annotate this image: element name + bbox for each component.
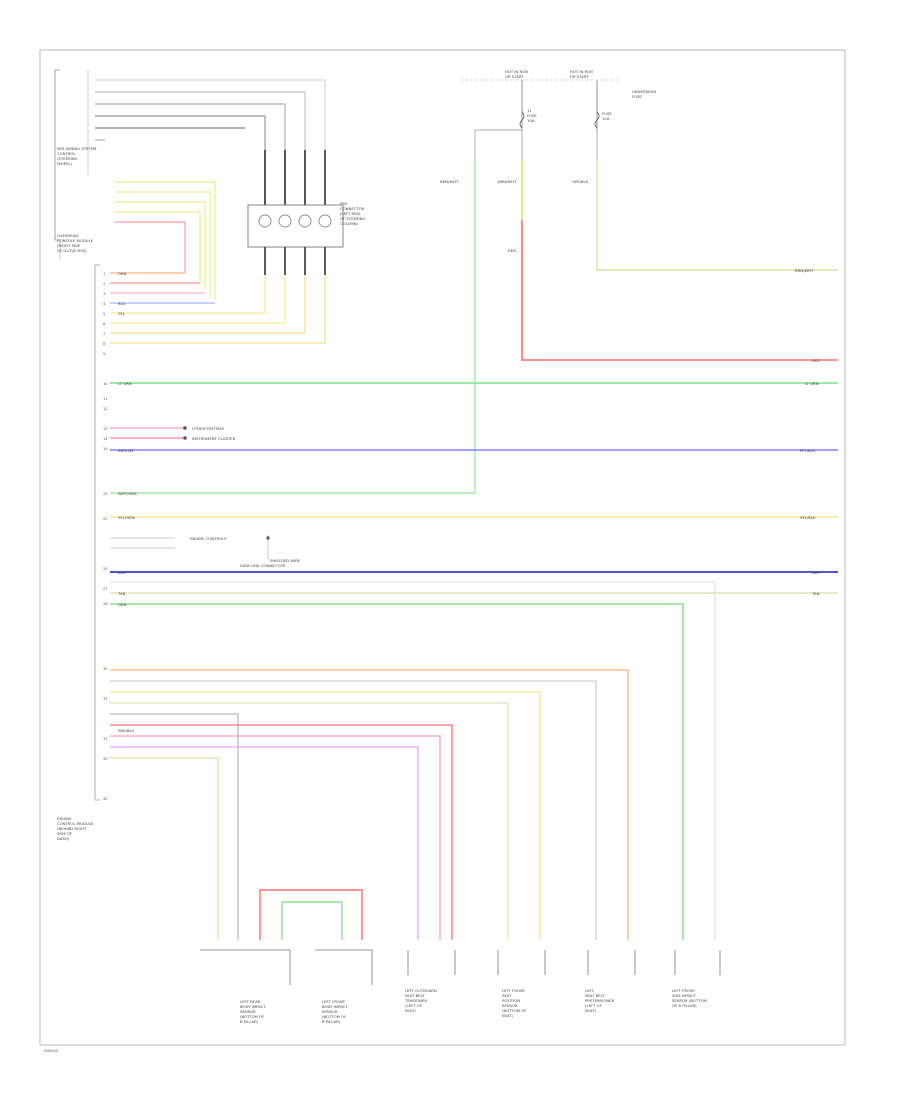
stub-wires [110, 426, 270, 560]
svg-text:YEL: YEL [118, 311, 126, 316]
fuse-note-label: UNDERDASH FUSE [632, 89, 658, 99]
svg-text:BLU: BLU [118, 570, 126, 575]
note-data-link: DATA LINK CONNECTOR [240, 563, 285, 568]
svg-text:PPL/BLU: PPL/BLU [800, 448, 816, 453]
diagram-frame [39, 49, 846, 1046]
svg-text:5: 5 [103, 312, 105, 316]
sensor-left-front-side-impact: LEFT FRONT SIDE IMPACT SENSOR (BOTTOM OF… [672, 988, 708, 1008]
svg-text:25: 25 [103, 567, 108, 571]
svg-text:12: 12 [103, 407, 108, 411]
svg-text:BLU: BLU [118, 301, 126, 306]
note-other-systems: OTHER SYSTEMS [192, 426, 225, 431]
long-horizontal-wires [110, 160, 838, 940]
lower-sensor-wires [110, 669, 629, 940]
note-shielded: SHIELDED WIRE [270, 558, 301, 563]
top-left-module-label: SRS AIRBAG SYSTEM CONTROL (STEERING WHEE… [57, 146, 98, 166]
connector-output-wires [110, 272, 326, 344]
svg-text:10: 10 [103, 382, 108, 386]
note-engine-controls: ENGINE CONTROLS [190, 536, 227, 541]
svg-text:RED: RED [508, 248, 516, 253]
svg-text:8: 8 [103, 342, 106, 346]
fuse-1-symbol [519, 111, 525, 129]
connector-lower-stubs [264, 247, 326, 275]
sensor-connectors [200, 949, 721, 985]
svg-text:2: 2 [103, 282, 105, 286]
svg-text:7: 7 [103, 332, 105, 336]
yellow-upper-wires [115, 181, 216, 300]
svg-text:YEL/BLK: YEL/BLK [800, 515, 816, 520]
svg-text:14: 14 [103, 437, 108, 441]
right-edge-labels: BRN/WHT RED LT GRN PPL/BLU YEL/BLK BLU T… [795, 268, 820, 596]
sensor-left-pretensioner: LEFT SEAT BELT PRETENSIONER (LEFT OF SEA… [585, 988, 616, 1013]
left-upper-module-label: OVERHEAD CONSOLE MODULE (RIGHT SIDE OF G… [57, 233, 94, 253]
diagram-code: H40043 [44, 1049, 58, 1053]
sensor-left-rear-impact: LEFT REAR BODY IMPACT SENSOR (BOTTOM OF … [240, 999, 267, 1024]
sensor-left-outboard-belt: LEFT OUTBOARD SEAT BELT TENSIONER (LEFT … [404, 988, 438, 1013]
svg-text:22: 22 [103, 517, 108, 521]
svg-text:20: 20 [103, 492, 108, 496]
top-harness-wires [95, 79, 326, 205]
svg-text:TAN: TAN [117, 591, 126, 596]
svg-text:RED: RED [812, 358, 820, 363]
svg-text:11: 11 [103, 397, 108, 401]
svg-text:9: 9 [103, 352, 106, 356]
fuse-block-2-label: HOT IN RUN OR START [570, 69, 594, 79]
svg-text:PNK/BLU: PNK/BLU [118, 728, 134, 733]
svg-text:28: 28 [103, 602, 108, 606]
fuse-block-1-label: HOT IN RUN OR START [505, 69, 529, 79]
left-module-bracket [94, 264, 100, 801]
inline-wire-labels: ORN BLU YEL RED LT GRN BRN/YEL WHT/GRN B… [117, 179, 589, 733]
svg-text:LT GRN: LT GRN [118, 381, 132, 386]
fuse-2-symbol [594, 111, 600, 129]
svg-text:WHT/GRN: WHT/GRN [118, 491, 137, 496]
svg-text:1: 1 [103, 272, 105, 276]
pink-upper-wire [115, 221, 186, 273]
note-instrument-cluster: INSTRUMENT CLUSTER [192, 436, 236, 441]
left-lower-module-label: ENGINE CONTROL MODULE (BEHIND RIGHT SIDE… [57, 816, 94, 841]
connector-pins [258, 214, 332, 228]
sensor-loop-wires [259, 889, 363, 940]
fuse-1-label: 11 FUSE 10A [527, 108, 538, 123]
svg-text:15: 15 [103, 447, 108, 451]
svg-text:45: 45 [103, 797, 108, 801]
svg-text:37: 37 [103, 737, 108, 741]
svg-text:39: 39 [103, 757, 108, 761]
top-left-module-bracket [54, 69, 60, 241]
svg-text:BRN/YEL: BRN/YEL [118, 448, 135, 453]
fuse-section: HOT IN RUN OR START HOT IN RUN OR START … [460, 69, 658, 160]
svg-text:TAN: TAN [811, 591, 820, 596]
svg-text:BLU: BLU [812, 570, 820, 575]
svg-text:13: 13 [103, 427, 108, 431]
svg-text:27: 27 [103, 587, 108, 591]
svg-text:BRN/WHT: BRN/WHT [440, 179, 459, 184]
svg-text:30: 30 [103, 667, 108, 671]
svg-text:3: 3 [103, 292, 105, 296]
svg-text:YEL/GRN: YEL/GRN [118, 515, 135, 520]
sensor-left-front-impact: LEFT FRONT BODY IMPACT SENSOR (BOTTOM OF… [322, 999, 349, 1024]
svg-text:6: 6 [103, 322, 106, 326]
svg-text:4: 4 [103, 302, 106, 306]
svg-text:LT GRN: LT GRN [805, 381, 819, 386]
fuse-2-label: FUSE 10A [602, 111, 613, 121]
svg-text:BRN/WHT: BRN/WHT [795, 268, 814, 273]
svg-text:ORN: ORN [118, 271, 127, 276]
svg-text:33: 33 [103, 697, 108, 701]
sensor-left-front-seat-position: LEFT FRONT SEAT POSITION SENSOR (BOTTOM … [502, 988, 527, 1018]
svg-text:GRN: GRN [118, 602, 127, 607]
svg-text:BRN/WHT: BRN/WHT [498, 179, 517, 184]
clock-spring-label: SRS CONNECTOR (LEFT SIDE OF STEERING COL… [340, 201, 367, 226]
svg-text:GRY/BLK: GRY/BLK [572, 179, 589, 184]
